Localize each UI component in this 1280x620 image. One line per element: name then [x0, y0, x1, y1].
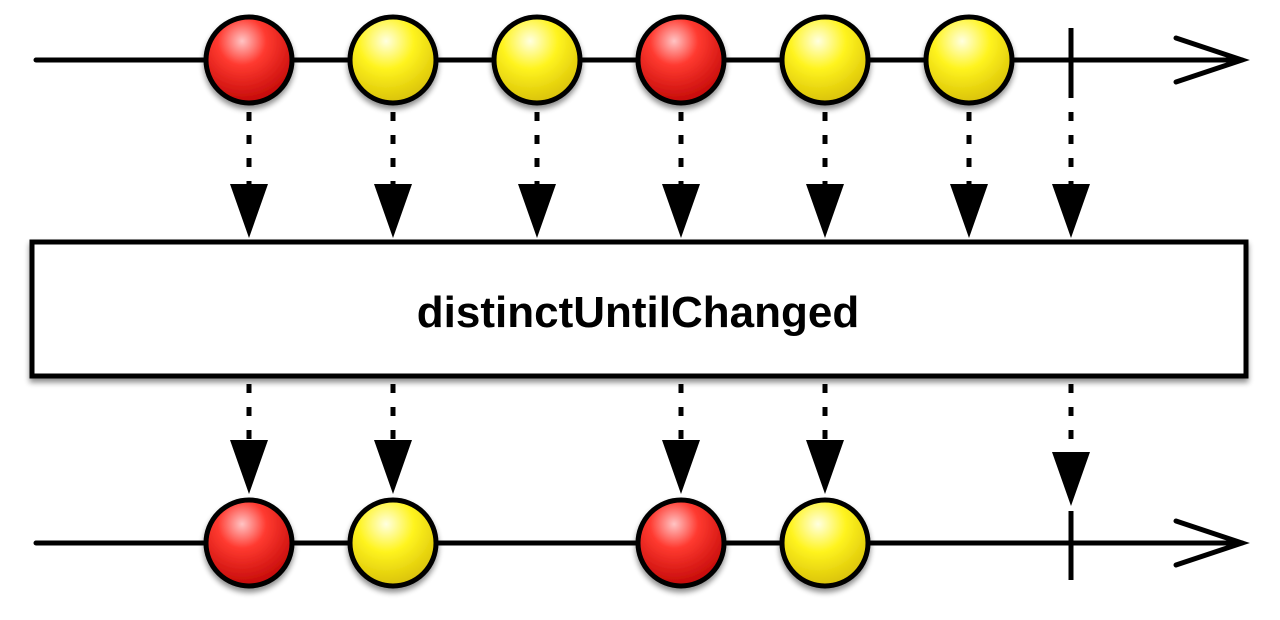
- input-marble-yellow: [923, 14, 1015, 106]
- input-arrow-head: [662, 184, 700, 238]
- input-marble-yellow: [779, 14, 871, 106]
- output-timeline-arrowhead: [1173, 518, 1250, 568]
- output-arrow: [806, 384, 844, 494]
- input-arrow-head: [374, 184, 412, 238]
- completion-arrow: [1052, 384, 1090, 506]
- input-arrow: [950, 112, 988, 238]
- output-marble-yellow: [347, 497, 439, 589]
- input-marbles: [203, 14, 1015, 106]
- operator-box-rect: [29, 239, 1249, 379]
- input-to-operator-arrows: [230, 112, 1090, 238]
- input-arrow: [662, 112, 700, 238]
- operator-to-output-arrows: [230, 384, 1090, 506]
- input-arrow-head: [950, 184, 988, 238]
- input-timeline-arrowhead: [1173, 35, 1250, 85]
- input-marble-yellow: [491, 14, 583, 106]
- output-arrow-head: [230, 440, 268, 494]
- input-timeline: [33, 14, 1250, 106]
- completion-arrow-head: [1052, 452, 1090, 506]
- output-arrow: [662, 384, 700, 494]
- output-arrow: [374, 384, 412, 494]
- output-arrow: [230, 384, 268, 494]
- output-arrow-head: [662, 440, 700, 494]
- operator-label: distinctUntilChanged: [417, 288, 859, 337]
- input-marble-yellow: [347, 14, 439, 106]
- input-arrow: [230, 112, 268, 238]
- output-arrow-head: [374, 440, 412, 494]
- input-arrow-head: [230, 184, 268, 238]
- input-marble-red: [635, 14, 727, 106]
- input-arrow-head: [518, 184, 556, 238]
- output-arrow-head: [806, 440, 844, 494]
- output-marble-red: [203, 497, 295, 589]
- output-timeline: [33, 497, 1250, 589]
- input-marble-red: [203, 14, 295, 106]
- output-marble-red: [635, 497, 727, 589]
- input-arrow-head: [806, 184, 844, 238]
- input-arrow: [374, 112, 412, 238]
- completion-arrow-head: [1052, 184, 1090, 238]
- input-arrow: [518, 112, 556, 238]
- output-marbles: [203, 497, 871, 589]
- completion-arrow: [1052, 112, 1090, 238]
- input-arrow: [806, 112, 844, 238]
- output-marble-yellow: [779, 497, 871, 589]
- operator-box: distinctUntilChanged: [29, 239, 1249, 379]
